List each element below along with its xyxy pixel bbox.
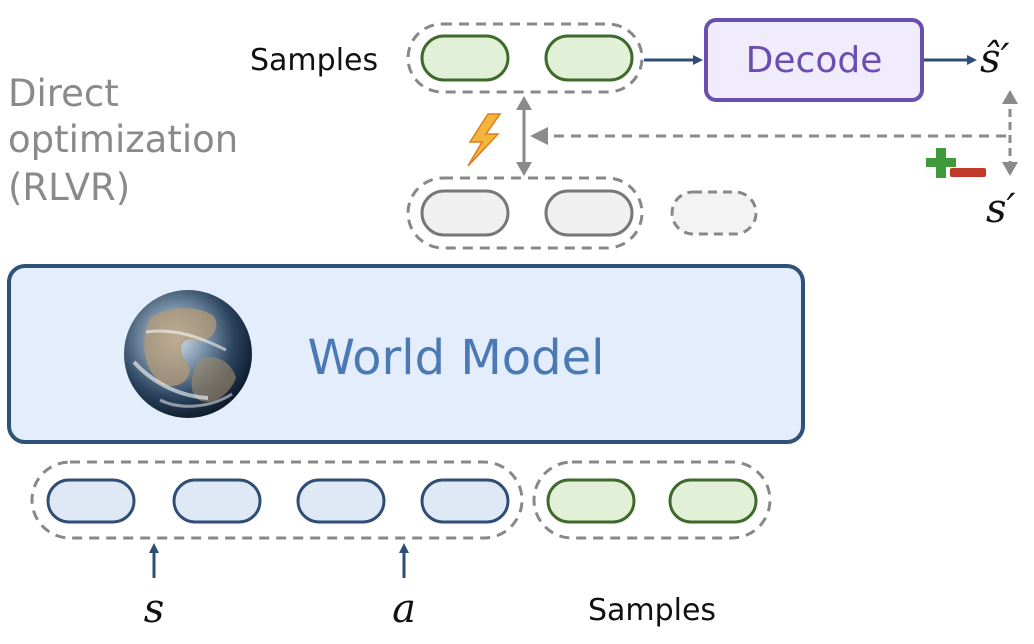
input-token-group bbox=[30, 460, 524, 540]
compare-arrow-head-down bbox=[1002, 162, 1018, 176]
samples-bottom-label: Samples bbox=[588, 593, 716, 628]
input-token-1 bbox=[46, 478, 136, 524]
samples-top-label: Samples bbox=[250, 43, 378, 78]
input-token-4 bbox=[420, 478, 510, 524]
decode-box bbox=[704, 18, 924, 102]
sample-token-bottom-2 bbox=[668, 478, 758, 524]
input-token-3 bbox=[296, 478, 386, 524]
gray-token-pending bbox=[670, 190, 758, 236]
direct-opt-line1: Direct bbox=[8, 72, 119, 115]
update-arrow-head-up bbox=[516, 96, 532, 110]
earth-globe-icon bbox=[124, 290, 252, 418]
direct-opt-line3: (RLVR) bbox=[8, 166, 130, 209]
lightning-icon bbox=[467, 113, 502, 167]
s-hat-prime-label: ŝ′ bbox=[980, 36, 1010, 82]
sample-token-top-2 bbox=[544, 34, 634, 82]
direct-opt-line2: optimization bbox=[8, 118, 238, 161]
samples-bottom-group bbox=[532, 460, 772, 540]
s-label: s bbox=[144, 586, 165, 632]
reward-plus-minus-icon bbox=[926, 148, 986, 178]
compare-arrow-head-up bbox=[1002, 90, 1018, 104]
reward-feedback-arrow-head bbox=[530, 127, 548, 145]
sample-token-bottom-1 bbox=[546, 478, 636, 524]
update-arrow-head-down bbox=[516, 162, 532, 176]
sample-token-top-1 bbox=[420, 34, 510, 82]
s-prime-label: s′ bbox=[986, 186, 1016, 232]
gray-token-1 bbox=[420, 189, 510, 237]
direct-optimization-label: Direct optimization (RLVR) bbox=[8, 72, 238, 209]
gray-token-2 bbox=[544, 189, 634, 237]
a-label: a bbox=[392, 586, 416, 632]
world-model-label: World Model bbox=[308, 330, 605, 386]
decode-label: Decode bbox=[746, 40, 883, 81]
input-token-2 bbox=[172, 478, 262, 524]
